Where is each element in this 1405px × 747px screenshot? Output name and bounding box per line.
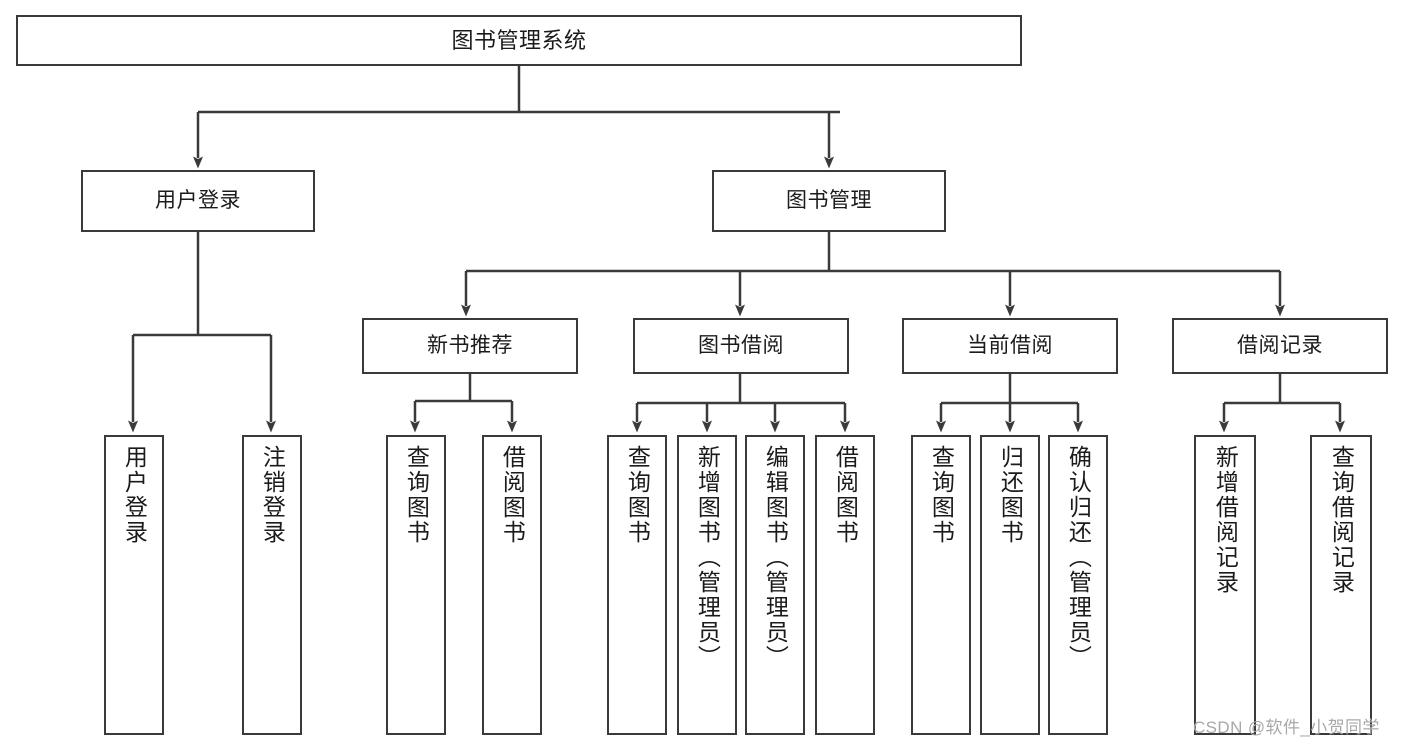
node-current-borrow[interactable]: 当前借阅: [902, 318, 1118, 374]
node-label: 图书管理: [786, 188, 872, 212]
node-leaf-add-borrow-record[interactable]: 新增借阅记录: [1194, 435, 1256, 735]
node-label: 当前借阅: [967, 333, 1053, 357]
node-book-borrow[interactable]: 图书借阅: [633, 318, 849, 374]
node-book-management[interactable]: 图书管理: [712, 170, 946, 232]
node-label: 查询借阅记录: [1328, 445, 1355, 595]
node-root-system[interactable]: 图书管理系统: [16, 15, 1022, 66]
node-label: 注销登录: [259, 445, 286, 545]
node-borrow-record[interactable]: 借阅记录: [1172, 318, 1388, 374]
node-label: 确认归还（管理员）: [1065, 445, 1092, 670]
node-label: 归还图书: [997, 445, 1024, 545]
node-label: 新书推荐: [427, 333, 513, 357]
node-leaf-borrow-book-new[interactable]: 借阅图书: [482, 435, 542, 735]
node-label: 图书管理系统: [451, 27, 587, 53]
node-user-login[interactable]: 用户登录: [81, 170, 315, 232]
node-leaf-query-borrow-record[interactable]: 查询借阅记录: [1310, 435, 1372, 735]
node-label: 借阅记录: [1237, 333, 1323, 357]
node-label: 查询图书: [624, 445, 651, 545]
node-leaf-return-book[interactable]: 归还图书: [980, 435, 1040, 735]
node-leaf-query-book-current[interactable]: 查询图书: [911, 435, 971, 735]
node-new-book-recommend[interactable]: 新书推荐: [362, 318, 578, 374]
node-leaf-query-book-new[interactable]: 查询图书: [386, 435, 446, 735]
node-leaf-borrow-book[interactable]: 借阅图书: [815, 435, 875, 735]
node-label: 新增借阅记录: [1212, 445, 1239, 595]
node-label: 借阅图书: [832, 445, 859, 545]
node-label: 借阅图书: [499, 445, 526, 545]
node-leaf-add-book-admin[interactable]: 新增图书（管理员）: [677, 435, 737, 735]
node-leaf-query-book-borrow[interactable]: 查询图书: [607, 435, 667, 735]
node-label: 新增图书（管理员）: [694, 445, 721, 670]
node-label: 查询图书: [928, 445, 955, 545]
node-leaf-user-login[interactable]: 用户登录: [104, 435, 164, 735]
node-leaf-edit-book-admin[interactable]: 编辑图书（管理员）: [745, 435, 805, 735]
node-label: 查询图书: [403, 445, 430, 545]
node-leaf-confirm-return-admin[interactable]: 确认归还（管理员）: [1048, 435, 1108, 735]
node-label: 用户登录: [155, 188, 241, 212]
node-leaf-logout[interactable]: 注销登录: [242, 435, 302, 735]
node-label: 用户登录: [121, 445, 148, 545]
node-label: 图书借阅: [698, 333, 784, 357]
node-label: 编辑图书（管理员）: [762, 445, 789, 670]
